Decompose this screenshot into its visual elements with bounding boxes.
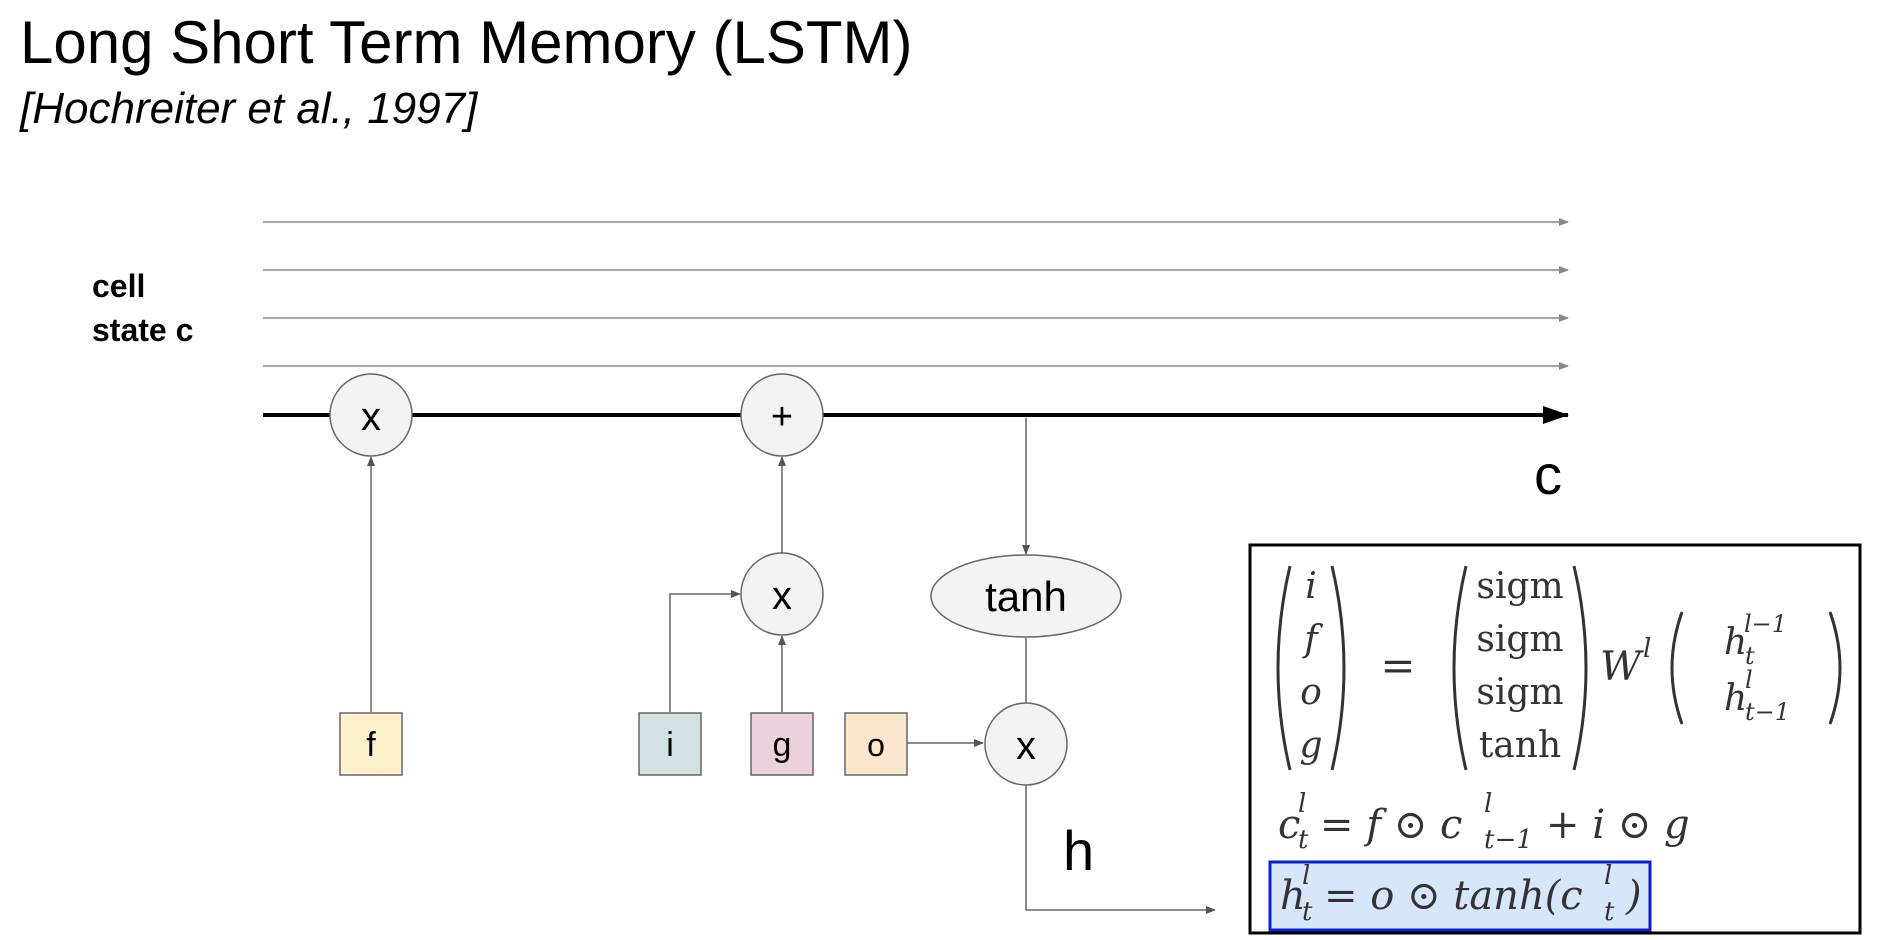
hidden-eq-close: ) — [1625, 873, 1642, 919]
h-output-arrow — [1025, 785, 1216, 914]
gate-o-box — [844, 712, 908, 776]
hidden-eq-sub: t — [1302, 897, 1313, 927]
activation-sigm-1: sigm — [1476, 566, 1563, 607]
add-node: + — [740, 373, 824, 457]
equation-panel: i f o g = sigm sigm sigm tanh W l h l−1 … — [1248, 543, 1862, 935]
gate-vector-i: i — [1305, 566, 1317, 607]
cell-eq-tail: + i ⊙ g — [1546, 802, 1690, 848]
cell-state-label: cell state c — [92, 264, 193, 352]
hidden-update-equation: h l t = o ⊙ tanh(c l t ) — [1268, 860, 1652, 932]
cell-eq-c: c — [1278, 802, 1300, 848]
gate-vector-left-paren — [1276, 565, 1292, 771]
cell-eq-sup: l — [1298, 789, 1306, 819]
weight-superscript: l — [1643, 634, 1651, 664]
cell-eq-sub: t — [1298, 825, 1309, 855]
page-title: Long Short Term Memory (LSTM) — [20, 9, 913, 76]
hidden-vector-right-paren — [1828, 611, 1842, 725]
output-multiply-symbol: x — [1016, 724, 1036, 768]
gate-i-box — [638, 712, 702, 776]
hidden-eq-sup: l — [1302, 861, 1310, 891]
activation-vector-left-paren — [1452, 565, 1468, 771]
cell-label-line2: state c — [92, 312, 194, 348]
hidden-bottom-sub: t−1 — [1745, 698, 1790, 726]
gate-vector: i f o g — [1276, 565, 1346, 771]
hidden-top-sub: t — [1745, 642, 1755, 670]
gate-g: g — [750, 712, 814, 776]
cell-eq-rhs: = f ⊙ c — [1320, 802, 1462, 848]
tanh-label: tanh — [985, 573, 1067, 620]
citation: [Hochreiter et al., 1997] — [20, 84, 478, 133]
gate-g-box — [750, 712, 814, 776]
activation-tanh: tanh — [1479, 725, 1561, 766]
hidden-eq-rhs-sup: l — [1604, 861, 1612, 891]
h-output-label: h — [1063, 819, 1094, 882]
hidden-top-h: h — [1724, 622, 1747, 663]
activation-sigm-3: sigm — [1476, 672, 1563, 713]
i-to-input-mult-arrow — [669, 590, 741, 712]
hidden-eq-rhs-sub: t — [1604, 897, 1615, 927]
cell-update-equation: c l t = f ⊙ c l t−1 + i ⊙ g — [1278, 789, 1690, 855]
add-symbol: + — [771, 396, 793, 438]
activation-vector-right-paren — [1572, 565, 1588, 771]
hidden-eq-highlight — [1268, 860, 1652, 932]
hidden-bottom-h: h — [1724, 678, 1747, 719]
c-output-label: c — [1534, 443, 1562, 506]
gate-i: i — [638, 712, 702, 776]
gate-i-label: i — [666, 726, 674, 764]
cell-eq-rhs-sup: l — [1484, 789, 1492, 819]
gate-f-label: f — [366, 726, 376, 764]
equals-sign: = — [1380, 641, 1415, 690]
gate-f: f — [339, 712, 403, 776]
forget-multiply-node: x — [329, 373, 413, 457]
input-multiply-symbol: x — [772, 574, 792, 618]
cell-eq-rhs-sub: t−1 — [1484, 825, 1533, 855]
gate-o: o — [844, 712, 908, 776]
gate-f-box — [339, 712, 403, 776]
hidden-input-vector: h l−1 t h l t−1 — [1670, 610, 1842, 726]
input-multiply-node: x — [740, 552, 824, 636]
activation-vector: sigm sigm sigm tanh — [1452, 565, 1588, 771]
hidden-eq-h: h — [1280, 873, 1306, 919]
gate-vector-right-paren — [1330, 565, 1346, 771]
hidden-eq-rhs: = o ⊙ tanh(c — [1324, 873, 1583, 919]
gate-o-label: o — [867, 727, 885, 763]
gate-vector-g: g — [1299, 725, 1322, 766]
output-multiply-node: x — [984, 702, 1068, 786]
gate-g-label: g — [773, 726, 792, 764]
gate-vector-o: o — [1300, 672, 1322, 713]
activation-sigm-2: sigm — [1476, 619, 1563, 660]
weight-symbol: W — [1600, 644, 1644, 690]
tanh-node: tanh — [930, 554, 1122, 638]
hidden-vector-left-paren — [1670, 611, 1684, 725]
forget-multiply-symbol: x — [361, 395, 381, 439]
cell-label-line1: cell — [92, 268, 146, 304]
hidden-top-sup: l−1 — [1744, 610, 1787, 638]
hidden-bottom-sup: l — [1745, 666, 1753, 694]
